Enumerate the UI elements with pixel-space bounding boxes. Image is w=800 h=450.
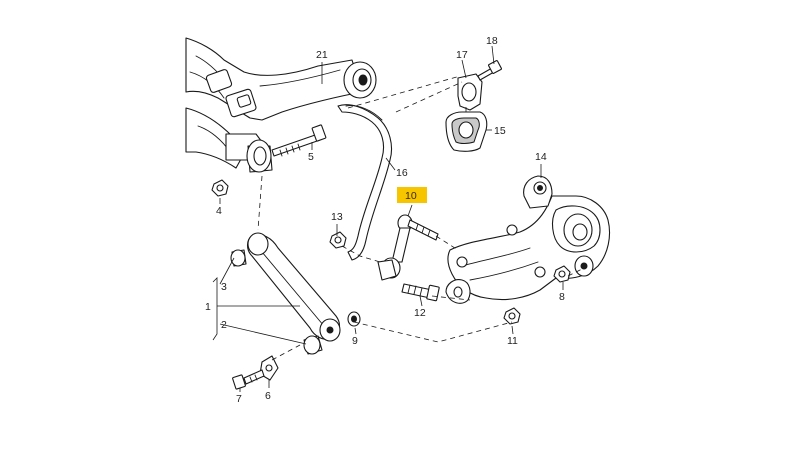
callout-12: 12	[414, 307, 426, 319]
nut-11	[503, 307, 521, 325]
clamp-17	[457, 73, 483, 111]
bolt-12	[401, 283, 440, 302]
callout-7: 7	[236, 393, 242, 405]
callout-11: 11	[507, 335, 518, 347]
callout-8: 8	[559, 291, 565, 303]
leader-lines	[212, 45, 564, 392]
callout-17: 17	[456, 49, 468, 61]
coupling-rod-10	[377, 214, 439, 281]
callout-9: 9	[352, 335, 358, 347]
bushing-2	[303, 335, 323, 355]
bolt-18	[477, 60, 502, 81]
callout-6: 6	[265, 390, 271, 402]
callout-5: 5	[308, 151, 314, 163]
callout-16: 16	[396, 167, 408, 179]
subframe	[185, 37, 377, 169]
lower-control-arm	[246, 232, 341, 342]
rubber-bushing-15	[445, 111, 488, 152]
callout-14: 14	[535, 151, 547, 163]
wheel-bearing-housing	[445, 175, 611, 304]
callout-1: 1	[205, 301, 211, 313]
nut-4	[211, 179, 229, 197]
bushing-3	[230, 249, 247, 267]
callout-21: 21	[316, 49, 328, 61]
bolt-5	[271, 124, 327, 157]
subframe-bushing	[343, 61, 377, 99]
callout-3: 3	[221, 281, 227, 293]
bolt-7	[232, 369, 265, 390]
arm-bushing-mount	[246, 139, 273, 173]
callout-13: 13	[331, 211, 343, 223]
callout-4: 4	[216, 205, 222, 217]
callout-2: 2	[221, 319, 227, 331]
stabilizer-bar	[329, 104, 393, 261]
assembly-lines	[257, 75, 585, 361]
callout-10: 10	[405, 190, 417, 202]
washer-9	[347, 311, 361, 327]
callout-18: 18	[486, 35, 498, 47]
callout-labels: 1 2 3 4 5 6 7 8 9 10 11 12 13 14 15 16 1…	[205, 35, 565, 405]
callout-10-highlight: 10	[397, 187, 427, 203]
callout-15: 15	[494, 125, 506, 137]
nut-8	[553, 265, 571, 283]
